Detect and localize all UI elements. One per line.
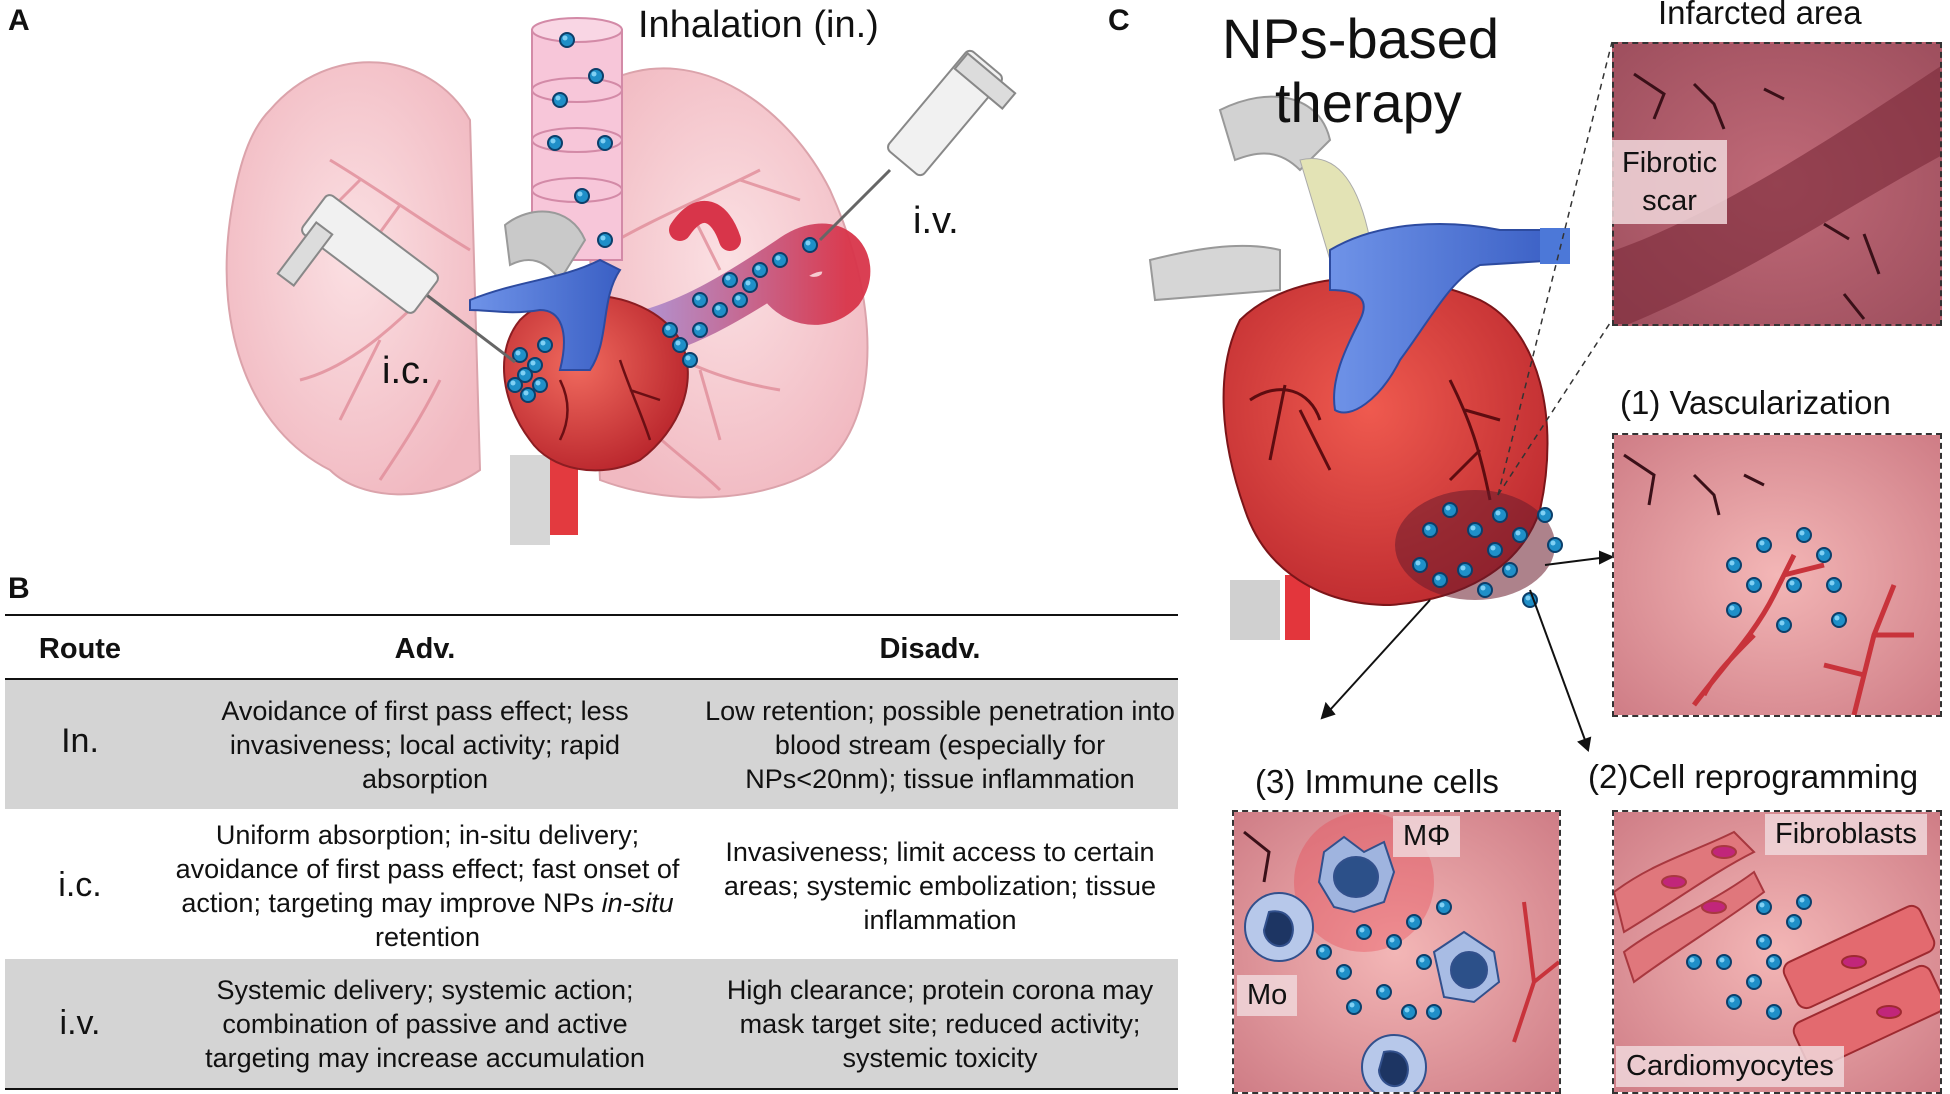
therapy-title-line1: NPs-based (1222, 7, 1500, 70)
macrophage (1317, 835, 1501, 1004)
table-cell-adv: Systemic delivery; systemic action; comb… (205, 975, 645, 1073)
iv-route-label: i.v. (913, 200, 959, 242)
left-lung (225, 61, 482, 496)
vena-cava-c (1329, 223, 1561, 414)
table-header-adv: Adv. (394, 633, 456, 665)
inhalation-label: Inhalation (in.) (638, 4, 879, 46)
fibroblasts (1614, 830, 1766, 984)
immune-cells-title: (3) Immune cells (1255, 763, 1499, 800)
iv-syringe (818, 49, 1017, 242)
fibroblasts-label: Fibroblasts (1765, 814, 1927, 855)
iv-vessel (596, 223, 871, 364)
therapy-title-line2: therapy (1275, 71, 1462, 134)
table-cell-disadv: High clearance; protein corona may mask … (726, 975, 1154, 1073)
adv-text-prefix: Uniform absorption; in-situ delivery; av… (175, 820, 680, 918)
monocyte-label: Mo (1237, 975, 1298, 1016)
table-header-disadv: Disadv. (879, 633, 981, 665)
table-cell-disadv: Invasiveness; limit access to certain ar… (723, 837, 1157, 935)
vena-cava (469, 258, 622, 371)
table-cell-disadv: Low retention; possible penetration into… (705, 696, 1175, 794)
table-cell-adv: Uniform absorption; in-situ delivery; av… (170, 818, 685, 954)
fibrotic-line1: Fibrotic (1622, 147, 1718, 179)
macrophage-label: MΦ (1393, 816, 1461, 857)
panel-b-letter: B (8, 572, 30, 605)
table-bottom-rule (5, 1088, 1178, 1090)
vascularization-box (1612, 433, 1942, 717)
table-row (5, 680, 1178, 809)
table-row (5, 959, 1178, 1088)
table-cell-adv: Avoidance of first pass effect; less inv… (221, 696, 629, 794)
immune-cells-box (1232, 810, 1561, 1094)
table-header-rule (5, 678, 1178, 680)
ic-syringe (276, 194, 516, 364)
aorta (503, 210, 587, 282)
table-header-route: Route (38, 633, 122, 665)
adv-text-italic: in-situ (601, 888, 674, 918)
table-cell-route: i.c. (58, 866, 102, 904)
monocyte (1244, 892, 1427, 1092)
table-cell-route: In. (61, 722, 99, 760)
fibrotic-scar-label: Fibrotic scar (1612, 140, 1728, 224)
table-top-rule (5, 614, 1178, 616)
vascularization-title: (1) Vascularization (1620, 384, 1891, 421)
cardiomyocytes (1782, 904, 1940, 1070)
cell-reprogramming-title: (2)Cell reprogramming (1588, 758, 1919, 795)
cell-reprogramming-box (1612, 810, 1942, 1094)
ic-route-label: i.c. (382, 350, 431, 392)
panel-a-letter: A (8, 4, 30, 37)
infarcted-area-title: Infarcted area (1658, 0, 1862, 31)
cardiomyocytes-label: Cardiomyocytes (1616, 1046, 1844, 1087)
panel-c-letter: C (1108, 4, 1130, 37)
adv-text-suffix: retention (374, 922, 481, 952)
table-cell-route: i.v. (59, 1004, 101, 1042)
aorta-grey (1218, 95, 1332, 172)
fibrotic-line2: scar (1642, 185, 1697, 217)
